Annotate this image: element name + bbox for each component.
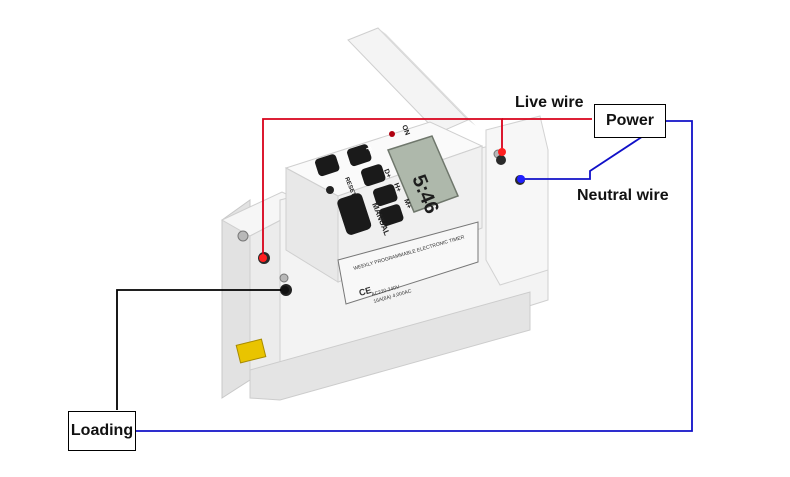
- manual-button[interactable]: [336, 192, 372, 236]
- live-wire-line: [262, 118, 503, 258]
- loading-dot: [281, 286, 289, 294]
- screw-top-left: [237, 230, 249, 242]
- m-plus-button[interactable]: [378, 203, 404, 227]
- clock-button[interactable]: [314, 153, 340, 177]
- on-indicator: [389, 131, 395, 137]
- right-terminal-block: [485, 115, 549, 286]
- on-label: ON: [400, 124, 410, 136]
- loading-box: Loading: [68, 411, 136, 451]
- h-plus-label: H+: [392, 182, 402, 193]
- neutral-dot: [517, 175, 525, 183]
- m-plus-label: M+: [402, 198, 412, 210]
- rating-label-panel: [337, 221, 479, 305]
- terminal-right-live: [496, 155, 506, 165]
- h-plus-button[interactable]: [372, 183, 398, 207]
- lcd-display: [386, 135, 460, 213]
- bottom-skirt: [249, 291, 531, 401]
- neutral-wire-label: Neutral wire: [577, 187, 669, 204]
- cover-edge: [378, 28, 476, 126]
- transparent-cover: [347, 27, 469, 134]
- d-plus-button[interactable]: [360, 163, 386, 187]
- din-clip: [235, 338, 267, 364]
- d-plus-label: D+: [382, 168, 392, 179]
- ce-mark: CE: [358, 285, 373, 298]
- neutral-wire-line: [135, 120, 693, 432]
- power-box: Power: [594, 104, 666, 138]
- control-panel-left: [285, 167, 339, 283]
- live-wire-label: Live wire: [515, 94, 584, 111]
- timer-switch-device: 5:46 ON RESET MANUAL D+ H+ M+ P WEEKLY P…: [220, 27, 549, 401]
- live-dot-left: [259, 254, 267, 262]
- p-button[interactable]: [346, 143, 372, 167]
- loading-wire-line: [116, 289, 285, 410]
- reset-button[interactable]: [326, 186, 334, 194]
- live-dot-right: [498, 148, 506, 156]
- p-label: P: [364, 146, 372, 153]
- screw-mid-left: [279, 273, 289, 283]
